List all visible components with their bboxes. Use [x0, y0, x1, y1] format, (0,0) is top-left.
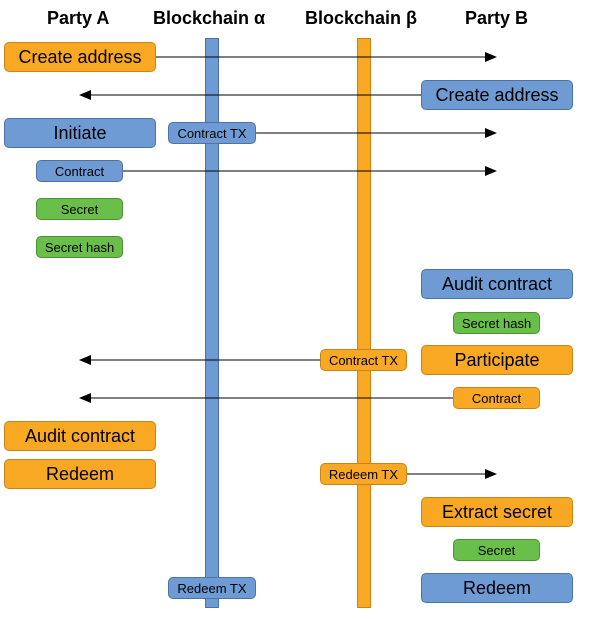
b-extract-secret-box: Extract secret [421, 497, 573, 527]
alpha-redeem-tx-box: Redeem TX [168, 577, 256, 599]
b-participate-box: Participate [421, 345, 573, 375]
header-blockchain-beta: Blockchain β [305, 8, 418, 28]
a-create-address-box: Create address [4, 42, 156, 72]
b-redeem-box: Redeem [421, 573, 573, 603]
a-redeem-box: Redeem [4, 459, 156, 489]
header-party-b: Party B [465, 8, 529, 28]
a-secret-hash-box: Secret hash [36, 236, 123, 258]
beta-contract-tx-box: Contract TX [320, 349, 407, 371]
header-blockchain-alpha: Blockchain α [153, 8, 266, 28]
b-secret-hash-box: Secret hash [453, 312, 540, 334]
b-contract-box: Contract [453, 387, 540, 409]
b-audit-contract-box: Audit contract [421, 269, 573, 299]
a-initiate-box: Initiate [4, 118, 156, 148]
b-secret-box: Secret [453, 539, 540, 561]
beta-redeem-tx-box: Redeem TX [320, 463, 407, 485]
a-audit-contract-box: Audit contract [4, 421, 156, 451]
alpha-contract-tx-box: Contract TX [168, 122, 256, 144]
lane-blockchain-alpha [205, 38, 219, 608]
a-contract-box: Contract [36, 160, 123, 182]
b-create-address-box: Create address [421, 80, 573, 110]
a-secret-box: Secret [36, 198, 123, 220]
header-party-a: Party A [47, 8, 110, 28]
